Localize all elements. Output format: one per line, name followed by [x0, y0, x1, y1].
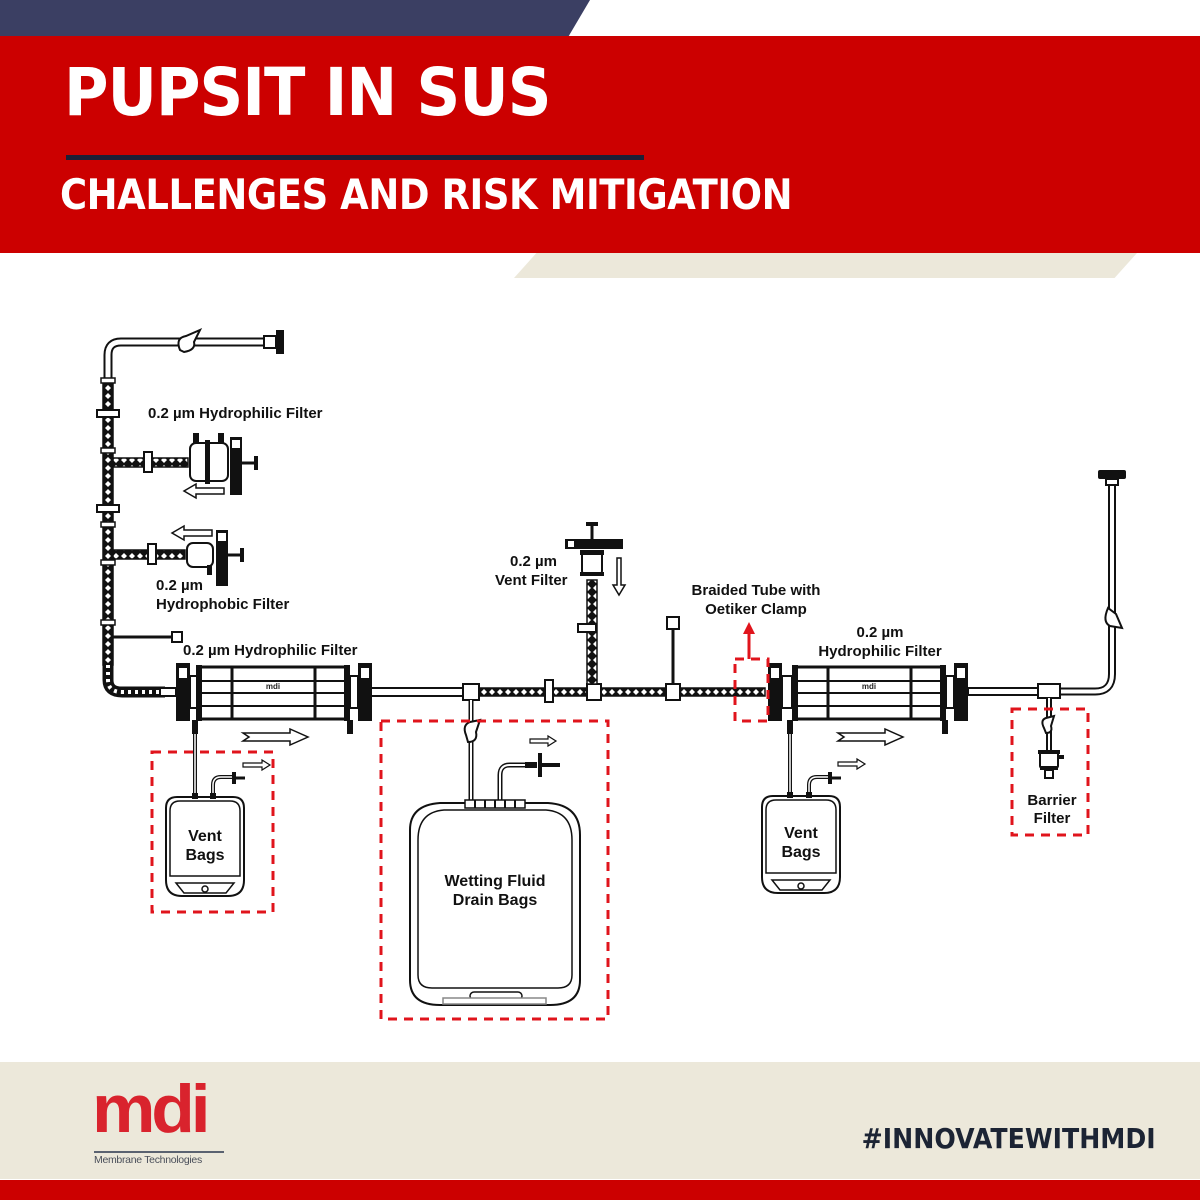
highlight-box-barrier-filter	[1010, 707, 1090, 837]
left-manifold-tubing	[96, 328, 284, 698]
logo-tagline: Membrane Technologies	[94, 1154, 202, 1166]
label-inlet-hydrophilic-filter: 0.2 µm Hydrophilic Filter	[148, 405, 323, 422]
label-barrier-filter-line2: Filter	[1033, 810, 1071, 827]
logo-divider	[94, 1151, 224, 1153]
main-hydrophilic-filter-2: mdi	[768, 663, 968, 747]
navy-accent-tab	[0, 0, 590, 38]
highlight-box-braided-tube	[733, 657, 770, 723]
hashtag-text: #INNOVATEWITHMDI	[862, 1122, 1156, 1155]
mdi-logo: mdi Membrane Technologies	[92, 1075, 227, 1167]
main-process-line	[369, 470, 1126, 703]
label-braided-tube-line1: Braided Tube with	[691, 582, 821, 599]
label-main-filter-2-line2: Hydrophilic Filter	[818, 643, 942, 660]
label-drain-bags-line1: Wetting Fluid	[444, 873, 546, 890]
drain-bags-drawing	[409, 700, 581, 1006]
label-vent-bags-1-line2: Bags	[185, 847, 225, 864]
page-subtitle: CHALLENGES AND RISK MITIGATION	[60, 170, 793, 219]
title-underline	[66, 155, 644, 160]
label-vent-filter-line1: 0.2 µm	[510, 553, 557, 570]
label-vent-bags-2-line1: Vent	[784, 825, 818, 842]
highlight-box-vent-bags-1	[150, 750, 275, 914]
label-drain-bags-line2: Drain Bags	[452, 892, 538, 909]
label-vent-filter-line2: Vent Filter	[495, 572, 568, 589]
label-barrier-filter-line1: Barrier	[1027, 792, 1077, 809]
label-main-filter-1: 0.2 µm Hydrophilic Filter	[183, 642, 358, 659]
label-vent-bags-1-line1: Vent	[188, 828, 222, 845]
hydrophobic-filter-assembly	[112, 524, 244, 586]
main-hydrophilic-filter-1: mdi	[159, 663, 372, 747]
logo-wordmark: mdi	[92, 1071, 211, 1147]
footer-band	[0, 1062, 1200, 1179]
beige-accent-tab	[514, 253, 1137, 278]
braided-tube-pointer-arrow	[743, 622, 755, 659]
label-hydrophobic-filter-line1: 0.2 µm	[156, 577, 203, 594]
label-vent-bags-2-line2: Bags	[781, 844, 821, 861]
inlet-hydrophilic-filter-assembly	[112, 433, 258, 500]
label-braided-tube-line2: Oetiker Clamp	[705, 601, 807, 618]
label-main-filter-2-line1: 0.2 µm	[856, 624, 904, 641]
vent-filter-assembly	[565, 522, 627, 685]
filter-brand-mark: mdi	[266, 682, 280, 691]
highlight-box-drain-bags	[379, 719, 610, 1021]
vent-bags-2-drawing	[761, 734, 867, 894]
vent-bags-1-drawing	[165, 734, 272, 897]
pupsit-process-diagram: mdi mdi	[0, 290, 1200, 1050]
page-title: PUPSIT IN SUS	[64, 54, 551, 131]
filter-brand-mark: mdi	[862, 682, 876, 691]
header-banner	[0, 36, 1200, 253]
label-hydrophobic-filter-line2: Hydrophobic Filter	[156, 596, 290, 613]
footer-red-bar	[0, 1180, 1200, 1200]
barrier-filter-drawing	[1038, 698, 1064, 779]
